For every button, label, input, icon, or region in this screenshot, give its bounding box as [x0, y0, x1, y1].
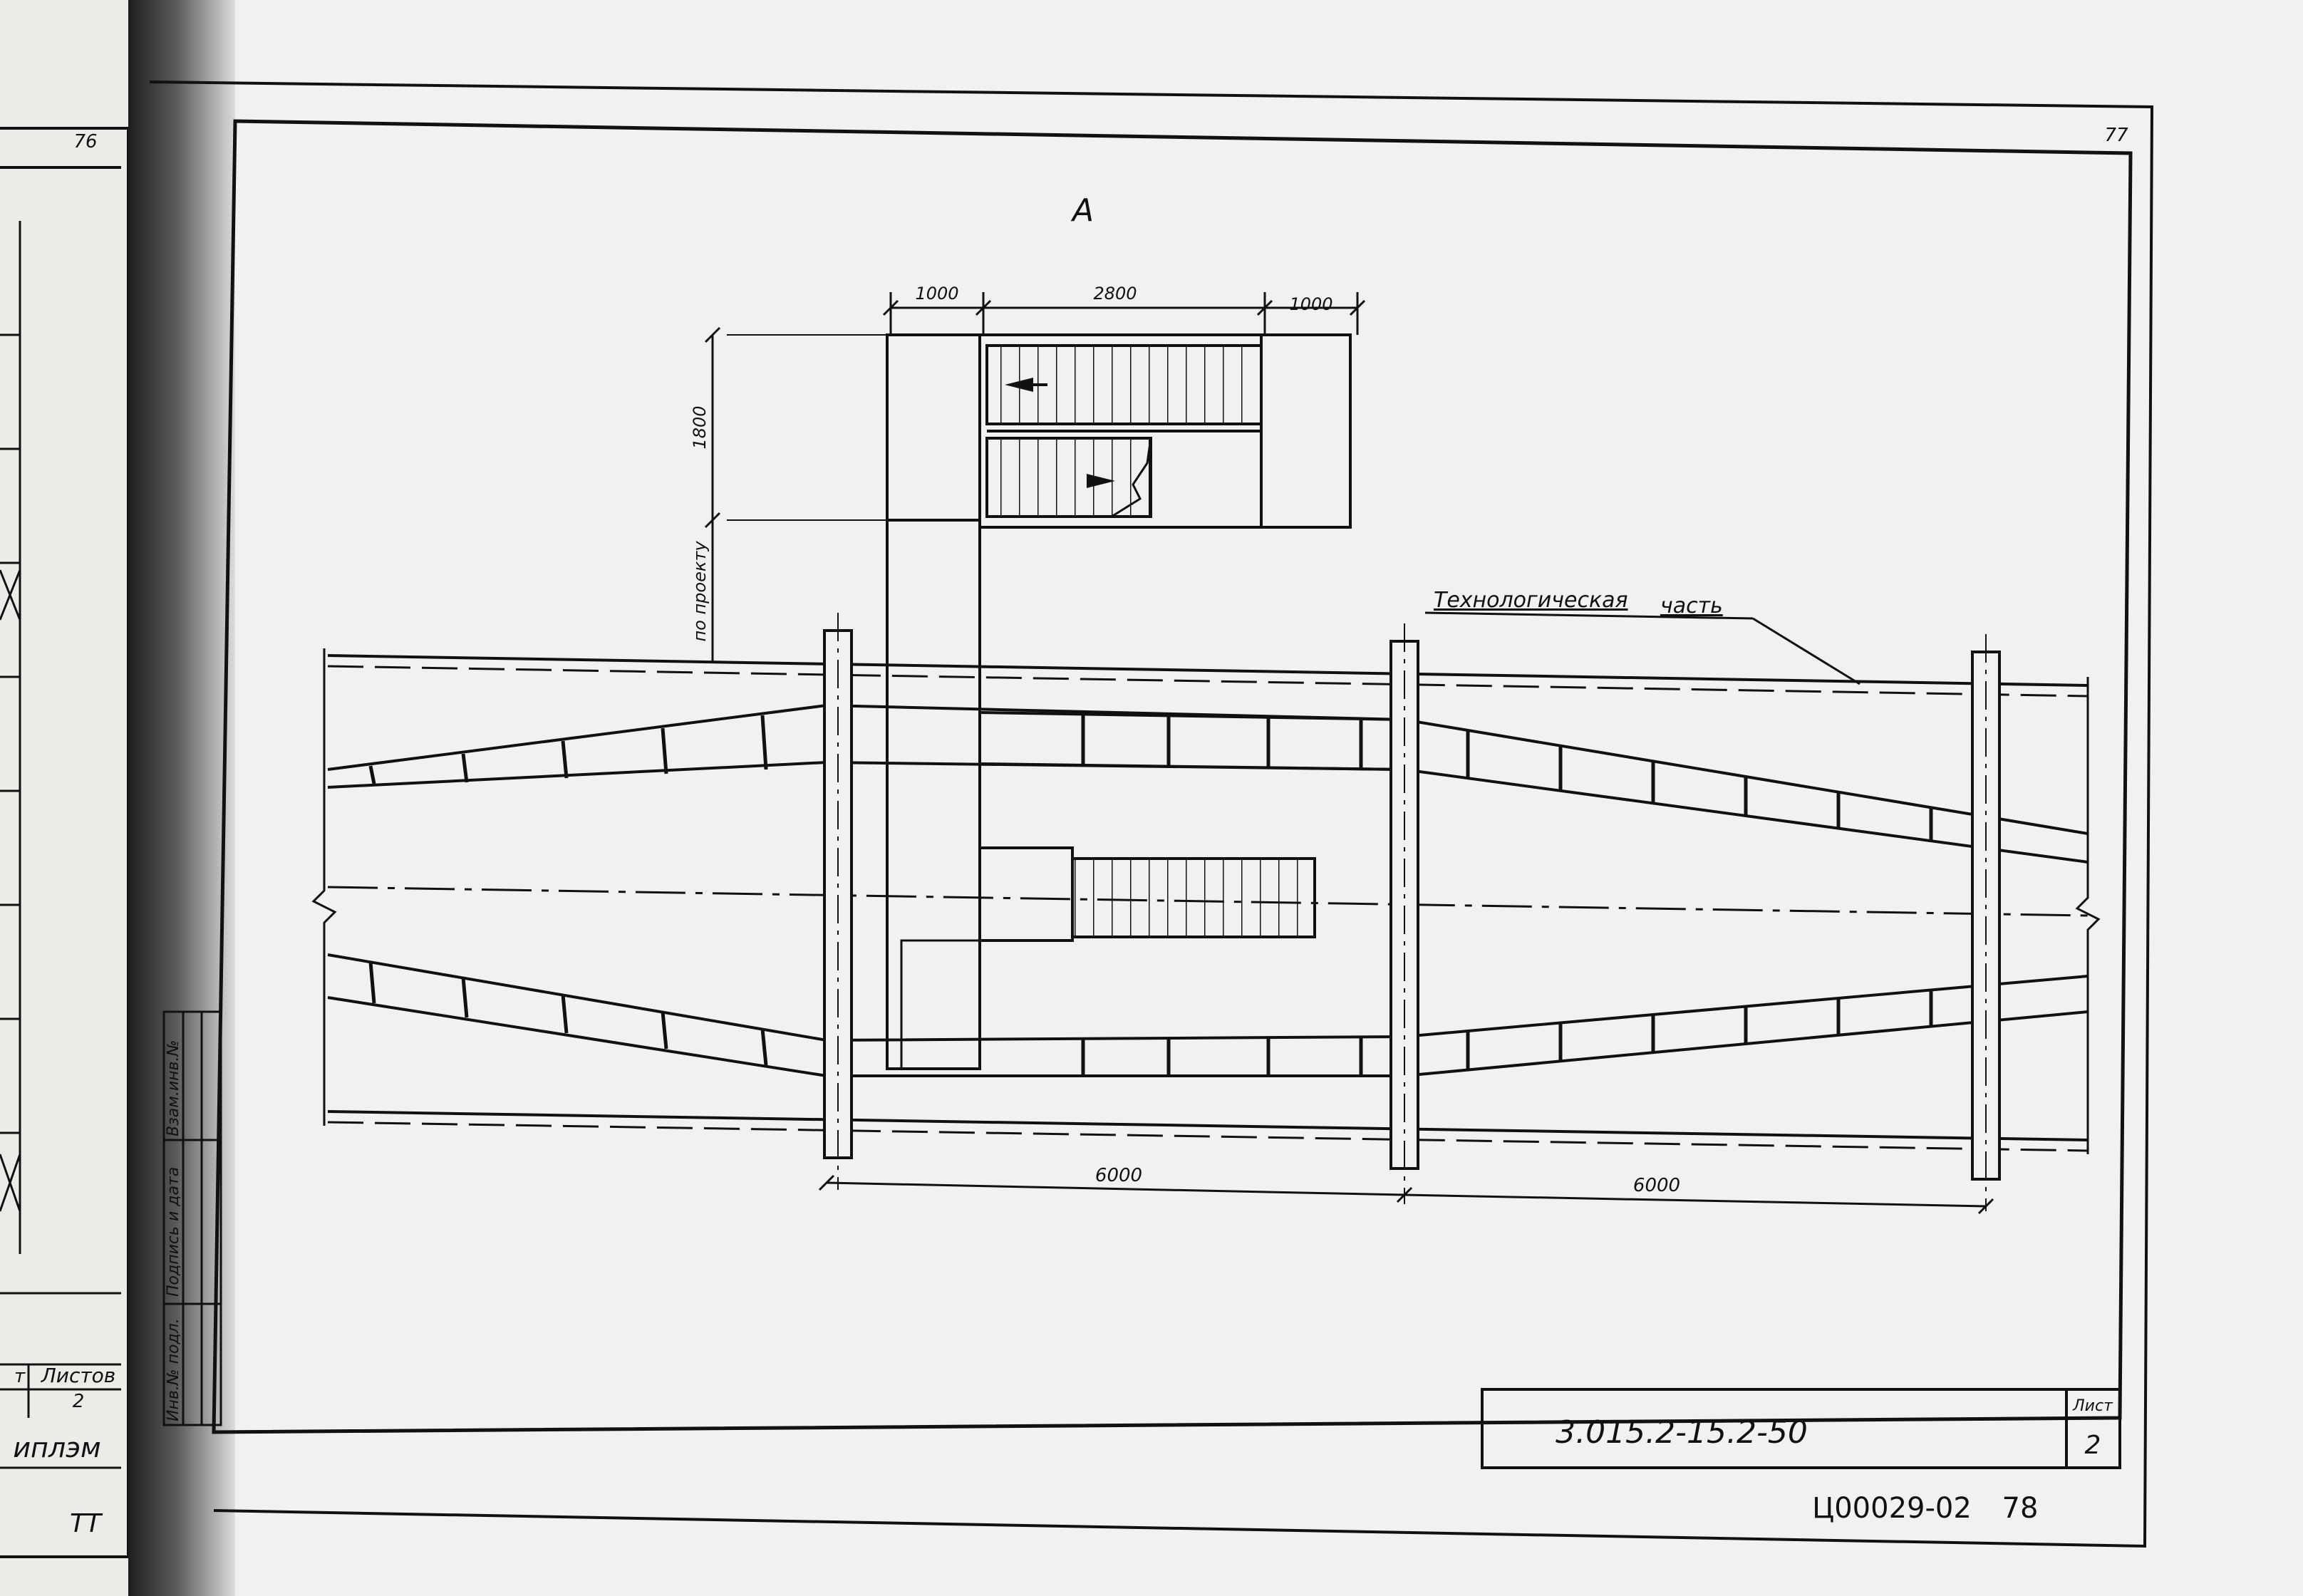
binding-shadow: [128, 0, 235, 1596]
left-org-fragment: иплэм: [13, 1432, 100, 1463]
callout-word-1: Технологическая: [1434, 588, 1628, 613]
archive-code: Ц00029-02: [1812, 1492, 1972, 1525]
left-page: 76 т Листов 2 иплэм ТТ: [0, 0, 135, 1596]
dim-elevation-note: по проекту: [690, 541, 710, 642]
title-block: [1481, 1388, 2121, 1469]
truss-fragment: [0, 221, 21, 1254]
rollers: [368, 714, 1933, 1076]
left-sheets-label: Листов: [41, 1364, 116, 1387]
callout-leader: [1424, 611, 1860, 685]
dim-span-right: 6000: [1633, 1175, 1680, 1196]
dim-span-left: 6000: [1095, 1165, 1142, 1186]
gallery-plan: [311, 520, 2101, 1211]
sheet-frame: [149, 81, 2154, 1548]
stamp-signature-date: Подпись и дата: [165, 1167, 182, 1297]
dimension-chain-top: [882, 292, 1366, 335]
sheet-number-corner: 77: [2104, 125, 2128, 146]
document-code: 3.015.2-15.2-50: [1556, 1414, 1808, 1451]
dimension-vertical: [704, 326, 721, 663]
left-sheet-number: 76: [73, 131, 97, 152]
view-title: А: [1070, 192, 1094, 229]
dim-stair-width: 2800: [1093, 284, 1137, 304]
dimension-chain-bottom: [818, 1174, 1994, 1215]
dim-right-offset: 1000: [1289, 294, 1332, 314]
flight-arrow: [1005, 378, 1115, 488]
callout-word-2: часть: [1660, 594, 1723, 618]
sheet-label: Лист: [2072, 1397, 2113, 1415]
stamp-replacement-inv: Взам.инв.№: [165, 1040, 182, 1136]
left-sheets-value: 2: [73, 1391, 85, 1412]
stamp-inv-number: Инв.№ подл.: [165, 1318, 182, 1421]
left-code-fragment: ТТ: [70, 1509, 103, 1538]
dim-landing-depth: 1800: [690, 405, 710, 449]
top-stair-block: [727, 333, 1352, 529]
dim-left-offset: 1000: [915, 284, 958, 304]
sheet-value: 2: [2085, 1431, 2101, 1460]
page-number: 78: [2002, 1492, 2039, 1525]
vertical-stamp: Инв.№ подл. Подпись и дата Взам.инв.№: [162, 1010, 222, 1426]
left-cell-fragment: т: [14, 1366, 26, 1387]
